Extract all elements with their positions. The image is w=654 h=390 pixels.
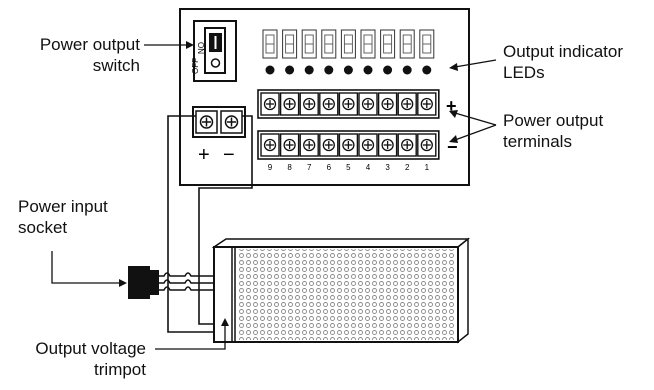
- led-indicator: [265, 65, 275, 75]
- label-line: terminals: [503, 132, 572, 151]
- output-plus-sign: +: [446, 96, 457, 116]
- leader-lines: [51, 41, 497, 350]
- terminal-positive[interactable]: [279, 92, 300, 116]
- terminal-negative[interactable]: [358, 133, 378, 157]
- label-output-indicator-leds: Output indicator LEDs: [503, 41, 623, 83]
- led-indicator: [343, 65, 353, 75]
- terminal-negative[interactable]: [299, 133, 319, 157]
- switch-off-label: OFF: [191, 58, 200, 74]
- terminal-negative[interactable]: [397, 133, 417, 157]
- label-output-voltage-trimpot: Output voltage trimpot: [35, 338, 146, 380]
- terminal-number: 6: [327, 163, 332, 172]
- switch-on-label: ON: [196, 42, 205, 54]
- terminal-positive[interactable]: [417, 92, 437, 116]
- terminal-positive[interactable]: [377, 92, 398, 116]
- terminal-row-positive: [257, 89, 440, 119]
- mains-wiring: [159, 272, 214, 291]
- terminal-number: 2: [405, 163, 410, 172]
- input-plus-sign: +: [198, 144, 210, 166]
- led-indicator: [285, 65, 295, 75]
- terminal-row-negative: [257, 130, 440, 160]
- fuse: [360, 29, 376, 59]
- terminal-positive[interactable]: [319, 92, 339, 116]
- led-indicator: [383, 65, 393, 75]
- label-line: socket: [18, 218, 68, 237]
- label-power-output-switch: Power output switch: [40, 34, 140, 76]
- label-line: Power input: [18, 197, 108, 216]
- label-line: Power output: [503, 111, 604, 130]
- led-indicator: [402, 65, 412, 75]
- terminal-negative[interactable]: [417, 133, 437, 157]
- led-indicator: [304, 65, 314, 75]
- terminal-negative[interactable]: [279, 133, 300, 157]
- terminal-number: 5: [346, 163, 351, 172]
- led-row: [265, 65, 432, 75]
- fuse: [399, 29, 415, 59]
- fuse: [380, 29, 396, 59]
- terminal-positive[interactable]: [260, 92, 280, 116]
- terminal-negative[interactable]: [319, 133, 339, 157]
- fuse: [340, 29, 356, 59]
- power-supply-unit: [211, 237, 471, 344]
- label-line: trimpot: [94, 360, 146, 379]
- power-switch[interactable]: ON OFF: [191, 20, 237, 82]
- led-indicator: [422, 65, 432, 75]
- terminal-frame-positive: [257, 89, 440, 119]
- terminal-positive[interactable]: [299, 92, 319, 116]
- terminal-positive[interactable]: [397, 92, 417, 116]
- label-line: LEDs: [503, 63, 545, 82]
- terminal-negative[interactable]: [377, 133, 398, 157]
- terminal-frame-negative: [257, 130, 440, 160]
- label-line: Power output: [39, 35, 140, 54]
- led-indicator: [324, 65, 334, 75]
- fuse: [419, 29, 435, 59]
- power-input-terminal[interactable]: [192, 106, 246, 138]
- terminal-positive[interactable]: [358, 92, 378, 116]
- terminal-number: 8: [287, 163, 292, 172]
- terminal-number: 9: [268, 163, 273, 172]
- output-minus-sign: −: [447, 137, 458, 157]
- label-line: Output voltage: [35, 339, 146, 358]
- fuse: [262, 29, 278, 59]
- terminal-number: 1: [425, 163, 430, 172]
- fuse: [282, 29, 298, 59]
- terminal-negative[interactable]: [260, 133, 280, 157]
- label-power-output-terminals: Power output terminals: [503, 110, 603, 152]
- terminal-number: 7: [307, 163, 312, 172]
- power-input-socket[interactable]: [128, 266, 159, 299]
- label-power-input-socket: Power input socket: [18, 196, 108, 238]
- terminal-negative[interactable]: [338, 133, 359, 157]
- fuse: [301, 29, 317, 59]
- led-indicator: [363, 65, 373, 75]
- terminal-number: 3: [385, 163, 390, 172]
- fuse-row: [262, 29, 435, 59]
- terminal-numbers: 9 8 7 6 5 4 3 2 1: [268, 163, 430, 172]
- terminal-positive[interactable]: [338, 92, 359, 116]
- terminal-number: 4: [366, 163, 371, 172]
- input-wiring: [167, 115, 253, 333]
- fuse: [321, 29, 337, 59]
- label-line: switch: [92, 56, 140, 75]
- input-minus-sign: −: [223, 144, 235, 166]
- label-line: Output indicator: [503, 42, 624, 61]
